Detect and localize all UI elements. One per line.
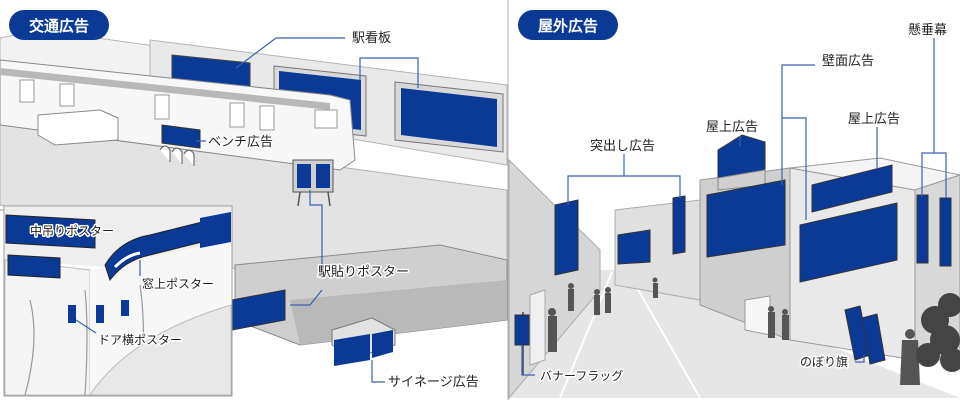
train-body: [0, 59, 356, 171]
transit-title-pill: [9, 10, 109, 40]
hanging-poster-2: [7, 254, 61, 279]
label-bench-ad: ベンチ広告: [208, 135, 273, 150]
label-nobori-flag: のぼり旗: [800, 354, 848, 369]
planter: [37, 109, 119, 146]
label-door-poster: ドア横ポスター: [98, 333, 182, 347]
station-board-3: [401, 88, 497, 147]
street-road: [510, 270, 960, 398]
bench: [159, 145, 195, 166]
bench-ad-board: [161, 124, 201, 149]
wall-ad-left: [706, 179, 786, 258]
banner-flag: [514, 314, 530, 346]
outdoor-title: 屋外広告: [538, 17, 598, 35]
projecting-sign-left: [554, 199, 579, 276]
label-hanging-banner: 懸垂幕: [908, 23, 947, 38]
signage-screen-1: [334, 334, 370, 366]
door-poster-1: [68, 305, 76, 323]
label-station-poster: 駅貼りポスター: [318, 265, 409, 280]
outdoor-title-pill: [518, 10, 618, 40]
label-projecting-sign: 突出し広告: [590, 138, 655, 154]
hanging-banner-2: [939, 197, 952, 267]
transit-title: 交通広告: [29, 17, 89, 35]
wall-ad-main: [799, 202, 898, 283]
main-building-door: [744, 295, 771, 336]
nobori-flag-2: [861, 313, 886, 365]
label-wall-ad: 壁面広告: [822, 54, 874, 69]
train-windows: [19, 79, 338, 131]
train-interior-inset: [3, 205, 233, 397]
station-poster-2: [316, 164, 330, 188]
pedestrians: [548, 277, 920, 385]
label-banner-flag: バナーフラッグ: [540, 369, 623, 383]
inset-left-wall: [4, 259, 91, 396]
projecting-sign-right: [672, 195, 686, 255]
rooftop-ad-left: [717, 134, 766, 179]
window-poster-right: [200, 212, 231, 248]
hanging-poster-1: [5, 214, 96, 249]
outdoor-leader-lines: [521, 38, 947, 376]
tree: [916, 293, 960, 372]
far-building-ad: [617, 229, 651, 265]
left-building-door: [529, 289, 546, 366]
label-rooftop-ad-left: 屋上広告: [706, 120, 758, 135]
transit-panel: 交通広告 駅看板 ベンチ広告 駅貼りポスター サイネージ広告 中吊りポスター 窓…: [0, 10, 508, 397]
rooftop-ad-right: [811, 164, 893, 213]
outdoor-panel: 屋外広告 突出し広告 屋上広告 壁面広告 屋上広告 懸垂幕 バナーフラッグ のぼ…: [508, 0, 960, 400]
door-poster-3: [121, 300, 129, 316]
label-rooftop-ad-right: 屋上広告: [848, 112, 900, 127]
station-poster-1: [297, 164, 311, 188]
label-signage-ad: サイネージ広告: [388, 375, 479, 390]
train-stripe: [0, 68, 330, 110]
transit-title-badge: 交通広告: [9, 10, 109, 40]
outdoor-title-badge: 屋外広告: [518, 10, 618, 40]
label-station-board: 駅看板: [352, 30, 391, 46]
hanging-banner-1: [916, 194, 929, 264]
door-poster-2: [96, 305, 104, 323]
inset-seat: [89, 304, 232, 396]
label-window-poster: 窓上ポスター: [142, 276, 214, 291]
label-hanging-poster: 中吊りポスター: [30, 223, 114, 238]
road-lines: [559, 271, 701, 399]
transit-leader-lines: [60, 37, 419, 383]
signage-screen-2: [372, 330, 393, 358]
